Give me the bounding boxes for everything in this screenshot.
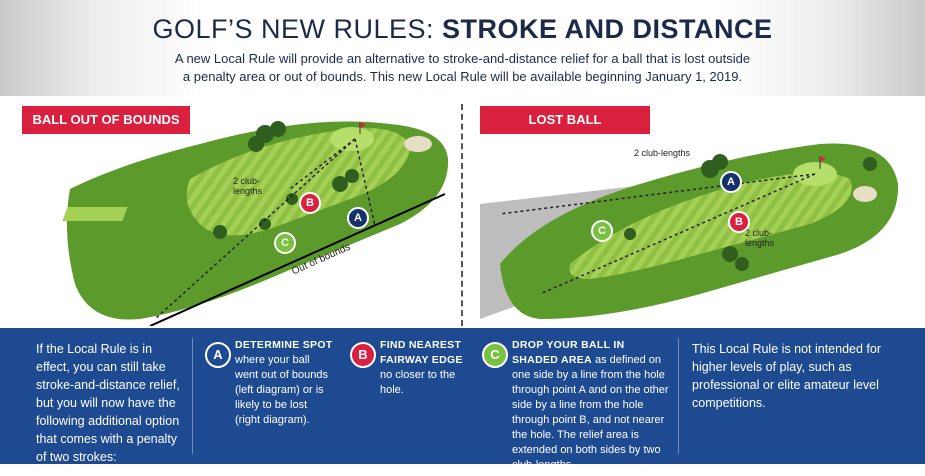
panel-divider	[678, 338, 679, 454]
title-light: GOLF’S NEW RULES:	[152, 14, 443, 44]
flag	[360, 122, 366, 128]
bunker	[404, 136, 432, 152]
flag	[820, 156, 826, 162]
marker-c: C	[591, 220, 613, 242]
out-of-bounds-label-badge: BALL OUT OF BOUNDS	[22, 106, 190, 134]
out-of-bounds-line	[149, 193, 446, 326]
step-a-body: where your ball went out of bounds (left…	[235, 354, 328, 426]
tee-box	[62, 207, 128, 221]
club-lengths-label: 2 club- lengths	[233, 176, 263, 196]
subtitle-line-2: a penalty area or out of bounds. This ne…	[182, 69, 743, 84]
intro-text: If the Local Rule is in effect, you can …	[36, 342, 180, 464]
trees	[624, 154, 877, 271]
shaded-area-lines	[154, 138, 376, 320]
title-bold: STROKE AND DISTANCE	[442, 14, 773, 44]
subtitle: A new Local Rule will provide an alterna…	[150, 50, 775, 86]
marker-c: C	[274, 232, 296, 254]
marker-a: A	[720, 171, 742, 193]
fairway	[569, 172, 852, 279]
page-title: GOLF’S NEW RULES: STROKE AND DISTANCE	[0, 14, 925, 45]
marker-b: B	[299, 192, 321, 214]
lost-ball-label-badge: LOST BALL	[480, 106, 650, 134]
header: GOLF’S NEW RULES: STROKE AND DISTANCE A …	[0, 0, 925, 96]
step-b-icon: B	[350, 342, 376, 368]
step-a: A DETERMINE SPOT where your ball went ou…	[205, 328, 335, 464]
panel-divider	[192, 338, 193, 454]
club-lengths-top-label: 2 club-lengths	[634, 148, 691, 158]
step-c: C DROP YOUR BALL IN SHADED AREA as defin…	[482, 328, 672, 471]
club-lengths-side-label: 2 club- lengths	[745, 228, 775, 248]
lost-ball-diagram	[480, 143, 899, 319]
trees	[213, 121, 359, 239]
step-a-icon: A	[205, 342, 231, 368]
step-b-body: no closer to the hole.	[380, 369, 456, 396]
step-b-heading: FIND NEAREST FAIRWAY EDGE	[380, 339, 463, 366]
step-c-icon: C	[482, 342, 508, 368]
out-of-bounds-diagram	[62, 121, 449, 326]
bunker	[853, 186, 877, 202]
shaded-area-lines	[499, 173, 816, 295]
step-a-heading: DETERMINE SPOT	[235, 339, 333, 351]
marker-b: B	[728, 211, 750, 233]
fairway	[186, 128, 410, 236]
green	[330, 127, 374, 151]
marker-a: A	[347, 207, 369, 229]
step-c-heading: DROP YOUR BALL IN SHADED AREA	[512, 339, 625, 366]
info-panel: If the Local Rule is in effect, you can …	[0, 328, 925, 471]
divider	[461, 104, 463, 326]
step-c-body: as defined on one side by a line from th…	[512, 354, 669, 471]
subtitle-line-1: A new Local Rule will provide an alterna…	[174, 51, 751, 66]
note-text: This Local Rule is not intended for high…	[692, 342, 881, 410]
step-b: B FIND NEAREST FAIRWAY EDGE no closer to…	[350, 328, 475, 464]
